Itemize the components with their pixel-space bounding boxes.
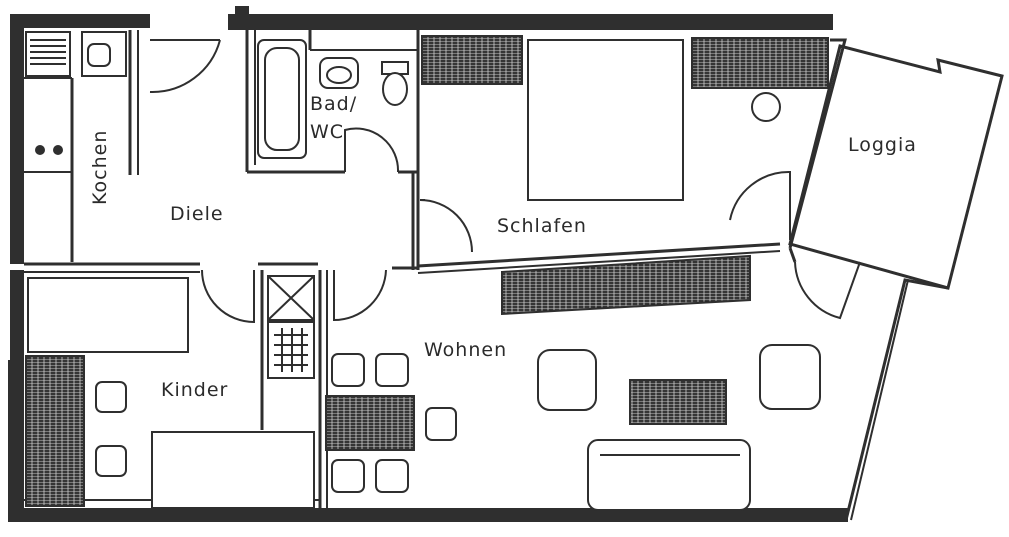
bedroom-furniture <box>421 35 829 201</box>
interior-walls <box>24 30 847 510</box>
living-furniture <box>325 254 821 511</box>
installation-shaft <box>267 275 315 379</box>
kitchen-fixtures <box>25 31 127 155</box>
room-label-loggia: Loggia <box>848 134 917 156</box>
stove-burner-icon <box>35 145 45 155</box>
room-label-schlafen: Schlafen <box>497 215 587 237</box>
door-swings <box>149 39 861 324</box>
room-label-wohnen: Wohnen <box>424 339 507 361</box>
outer-walls <box>8 6 848 522</box>
bathroom-fixtures <box>257 39 409 159</box>
kinder-furniture <box>25 277 315 509</box>
room-label-kochen: Kochen <box>89 130 111 205</box>
room-label-kinder: Kinder <box>161 379 228 401</box>
room-label-diele: Diele <box>170 203 224 225</box>
stove-burner-icon <box>53 145 63 155</box>
loggia-structure <box>788 44 1004 521</box>
room-label-bad: Bad/ <box>310 93 357 115</box>
room-labels: Kochen Diele Bad/ WC Schlafen Loggia Woh… <box>89 93 917 401</box>
room-label-wc: WC <box>310 121 344 143</box>
